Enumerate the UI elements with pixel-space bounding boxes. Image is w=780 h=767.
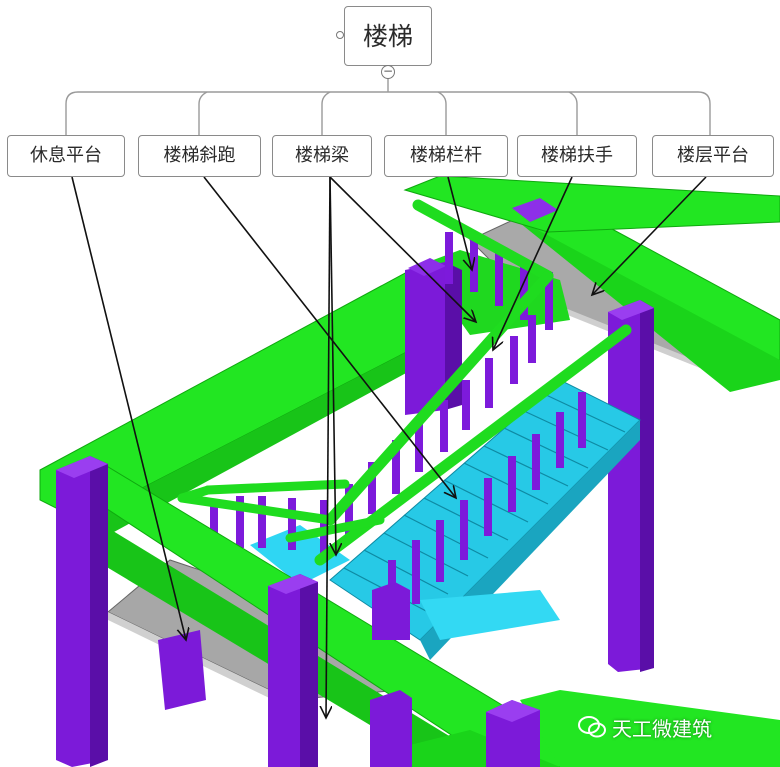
column-upper-left bbox=[405, 262, 445, 415]
node-rest-platform: 休息平台 bbox=[7, 135, 125, 177]
beam-upper-left-top bbox=[403, 175, 780, 233]
arrow-stair-flight bbox=[203, 176, 456, 498]
column-top-cap bbox=[512, 198, 558, 222]
arrow-stair-beam-3 bbox=[330, 176, 336, 555]
watermark-text: 天工微建筑 bbox=[612, 716, 712, 741]
column-lower-center bbox=[372, 582, 410, 640]
watermark: 天工微建筑 bbox=[578, 712, 712, 742]
node-stair-railing: 楼梯栏杆 bbox=[384, 135, 508, 177]
handrails bbox=[177, 199, 632, 566]
column-lower-left-cap bbox=[56, 456, 108, 478]
column-lower-right-cap bbox=[486, 700, 540, 722]
column-lower-stub bbox=[158, 630, 206, 710]
node-stair-handrail: 楼梯扶手 bbox=[517, 135, 637, 177]
root-node-handle bbox=[336, 31, 344, 39]
node-stair-flight: 楼梯斜跑 bbox=[138, 135, 261, 177]
wechat-icon bbox=[578, 716, 606, 738]
node-stair-beam: 楼梯梁 bbox=[272, 135, 372, 177]
arrow-handrail bbox=[493, 176, 573, 350]
root-node-stairs: 楼梯 bbox=[344, 6, 432, 66]
beam-left-diagonal-side bbox=[80, 340, 430, 545]
arrow-stair-beam-1 bbox=[329, 176, 476, 322]
beam-lower-right bbox=[520, 690, 780, 767]
column-upper-right-cap bbox=[608, 300, 654, 320]
arrow-stair-beam-2 bbox=[326, 176, 330, 718]
column-lower-mid-side bbox=[300, 574, 318, 767]
column-lower-center2 bbox=[370, 690, 412, 767]
annotation-arrows bbox=[71, 176, 707, 718]
lower-stair-step-block bbox=[420, 590, 560, 640]
balusters bbox=[210, 232, 586, 624]
column-lower-mid-cap bbox=[268, 574, 318, 594]
arrow-floor-platform bbox=[592, 176, 707, 295]
arrow-rest-platform bbox=[71, 176, 186, 640]
lower-stair-landing-steps bbox=[250, 525, 350, 585]
column-lower-left-side bbox=[90, 456, 108, 767]
column-upper-right-side bbox=[640, 300, 654, 672]
column-top-cap2 bbox=[408, 258, 446, 276]
arrow-railing bbox=[447, 176, 472, 270]
collapse-toggle[interactable]: − bbox=[381, 64, 395, 79]
mindmap-connectors bbox=[65, 66, 711, 135]
node-floor-platform: 楼层平台 bbox=[652, 135, 774, 177]
